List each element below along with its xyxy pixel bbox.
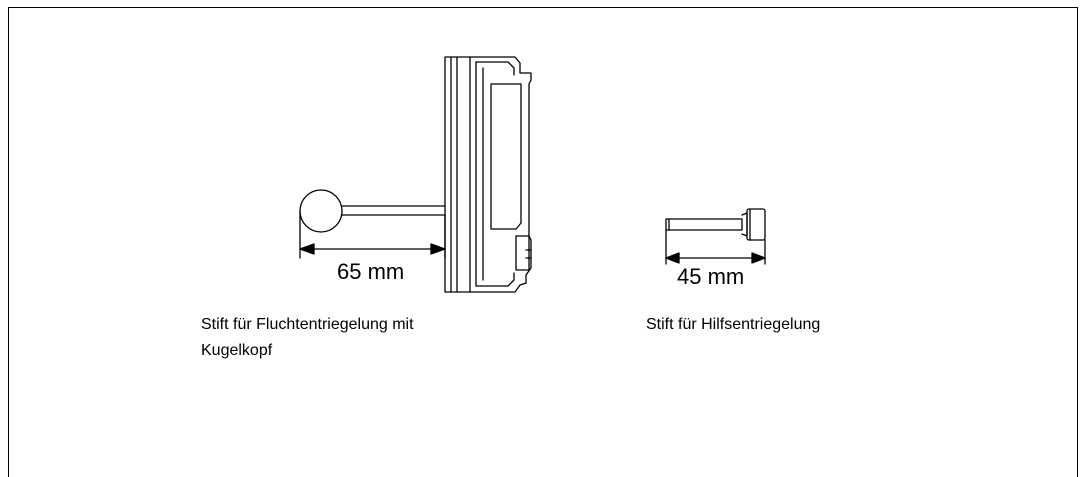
caption-ball-pin-line1: Stift für Fluchtentriegelung mit (201, 316, 414, 333)
pin-shaft (665, 218, 743, 231)
figure-frame (8, 7, 1078, 477)
ball-head (299, 189, 343, 233)
profile-outline (444, 56, 532, 293)
caption-ball-pin-line2: Kugelkopf (201, 342, 273, 359)
dimension-65 (299, 210, 446, 259)
arrowhead-right (430, 243, 446, 255)
arrowhead-right-45 (751, 252, 766, 264)
pin-collar (741, 212, 748, 237)
dimension-label-45: 45 mm (677, 264, 745, 289)
caption-auxiliary-pin: Stift für Hilfsentriegelung (646, 316, 821, 333)
profile-inner-step-bottom (475, 272, 515, 287)
dimension-label-65: 65 mm (337, 259, 405, 284)
ball-head-pin (299, 189, 446, 233)
dimension-45 (665, 229, 766, 265)
profile-channel (490, 83, 522, 230)
profile-notch (515, 235, 530, 271)
arrowhead-left-45 (665, 252, 680, 264)
door-profile (444, 56, 532, 293)
arrowhead-left (299, 243, 315, 255)
auxiliary-pin (665, 208, 766, 241)
profile-inner-step-top (475, 61, 515, 76)
pin-head (746, 208, 766, 241)
